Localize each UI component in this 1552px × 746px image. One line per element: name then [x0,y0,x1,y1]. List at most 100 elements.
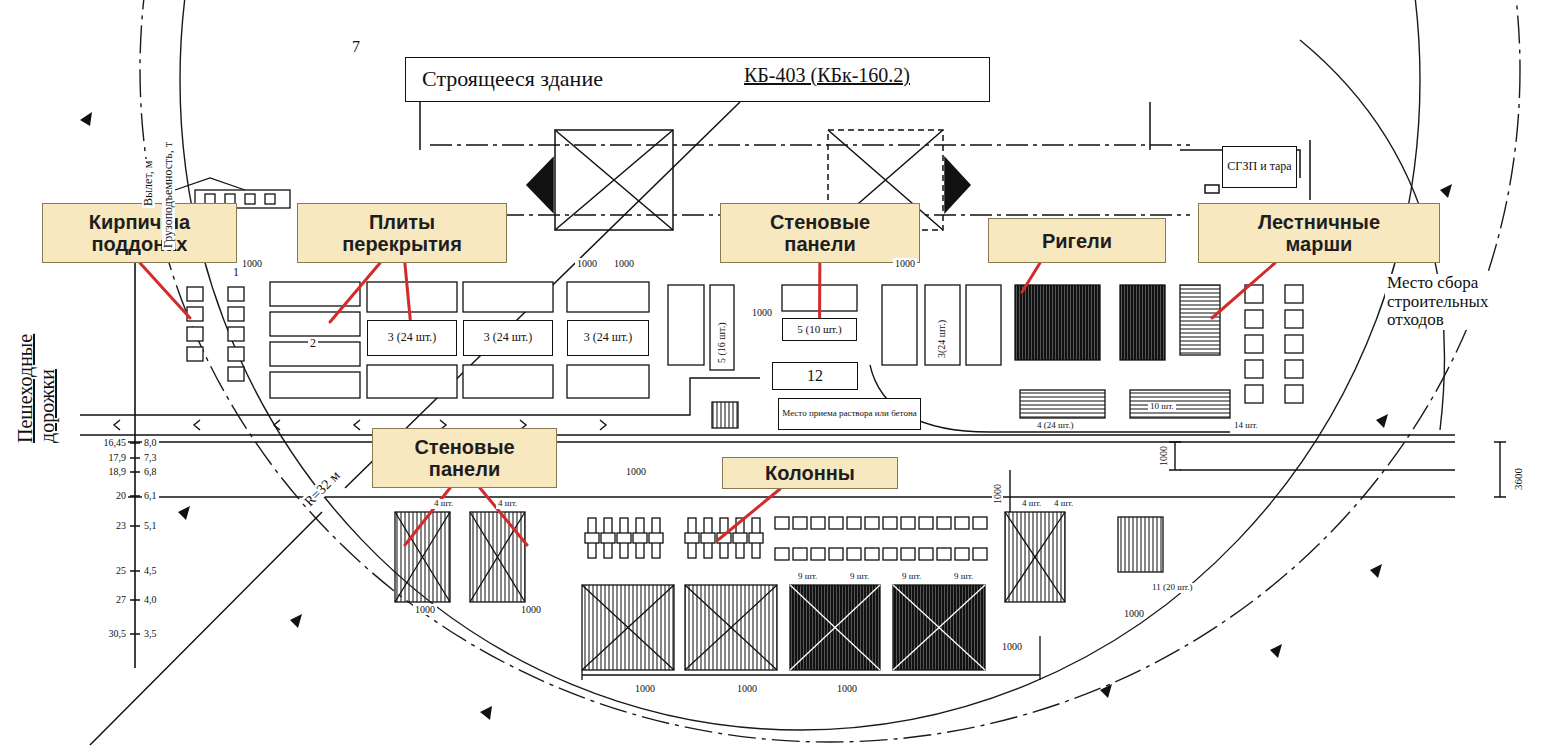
leader-line [140,263,190,318]
storage-area [187,282,1303,432]
callout-box: Ригели [988,218,1166,263]
storage-area-south [883,548,897,560]
node-text: Стеновые панели [760,211,880,255]
storage-box: СГЗП и тара [1222,146,1297,188]
node-text: Лестничные марши [1249,211,1389,255]
crane [945,158,970,212]
storage-area-south [901,517,915,529]
node-text: Строящееся здание [422,67,603,91]
dimension: 1000 [633,683,657,694]
zone-marker [290,614,302,628]
storage-area [187,287,203,301]
dimension: 1000 [413,604,437,615]
stack-count: 9 шт. [796,572,819,582]
storage-area-south [790,585,880,670]
storage-area-south [395,512,450,602]
storage-area-south [865,517,879,529]
scale-value: 20 [80,490,128,501]
leader-line [480,488,527,545]
storage-area-south [919,517,933,529]
dimension: 1000 [240,258,264,269]
storage-area [270,372,360,398]
scale-value: 30,5 [80,628,128,639]
scale-value: 4,5 [142,565,159,576]
stack-count: 4 (24 шт.) [1035,421,1075,431]
storage-area-south [829,548,843,560]
leader-line [140,263,1275,545]
storage-area-south [617,533,631,543]
storage-area-south [633,533,647,543]
storage-area [1285,310,1303,328]
storage-area-south [955,548,969,560]
storage-area [1245,310,1263,328]
stack-count: 11 (20 шт.) [1150,583,1195,593]
storage-area [228,327,244,341]
storage-box: 3 (24 шт.) [463,320,553,356]
dimension: 1000 [575,258,599,269]
node-text: Место приема раствора или бетона [782,409,916,419]
zone-marker [80,112,1452,720]
stack-count: 3(24 шт.) [936,318,947,360]
scale-value: 27 [80,594,128,605]
storage-area-south [811,517,825,529]
node-text: 3 (24 шт.) [584,331,633,344]
crane-zone [140,0,1520,742]
storage-area-south [1118,517,1163,572]
storage-area [187,347,203,361]
storage-area-south [470,512,525,602]
leader-line [718,489,780,540]
temporary-road [80,434,1455,435]
storage-area-south [919,548,933,560]
storage-area [925,285,960,365]
storage-area-south [901,548,915,560]
crane [1180,140,1310,200]
stack-count: 4 шт. [1052,499,1075,509]
crane-zone [140,0,1520,742]
dimension: 1000 [1000,641,1024,652]
storage-area-south [601,533,615,543]
area-note: Место сбора строительных отходов [1385,274,1535,330]
stack-count: 4 шт. [1020,499,1043,509]
scale-value: 17,9 [80,452,128,463]
dimension: 1000 [992,482,1003,506]
storage-area-south [470,512,525,602]
crane-zone [180,0,1420,730]
stack-count: 9 шт. [952,572,975,582]
leader-line [1212,263,1275,318]
storage-area [228,367,244,381]
storage-area [712,402,738,428]
storage-area-south [685,585,777,670]
scale-caption: Вылет, м [142,159,155,208]
node-text: СГЗП и тара [1227,160,1291,173]
storage-box: 3 (24 шт.) [567,320,649,356]
dimension: 1000 [1122,608,1146,619]
scale-value: 6,8 [142,466,159,477]
crane [1205,185,1219,193]
scale-caption: Грузоподъемность, т [162,140,175,250]
scale-value: 5,1 [142,520,159,531]
storage-area [668,285,704,365]
storage-area [367,365,457,398]
site-structure [175,178,245,190]
zone-marker [1440,184,1452,198]
zone-marker [1100,684,1112,698]
storage-area-south [649,533,663,543]
storage-area-south [893,585,985,670]
storage-box: 5 (10 шт.) [782,318,857,341]
stack-count: 9 шт. [900,572,923,582]
zone-marker [178,506,190,520]
storage-area-south [893,585,985,670]
radius-label: R=32 м [300,466,345,511]
storage-area [463,365,553,398]
storage-area [1120,285,1165,360]
storage-area [870,365,1230,432]
storage-area-south [582,585,674,670]
callout-number: 2 [308,337,318,350]
storage-area [270,312,360,336]
walkway-label: Пешеходные дорожки [14,315,58,445]
scale-value: 25 [80,565,128,576]
storage-area-south [847,548,861,560]
storage-area [187,327,203,341]
crane [420,102,1150,150]
